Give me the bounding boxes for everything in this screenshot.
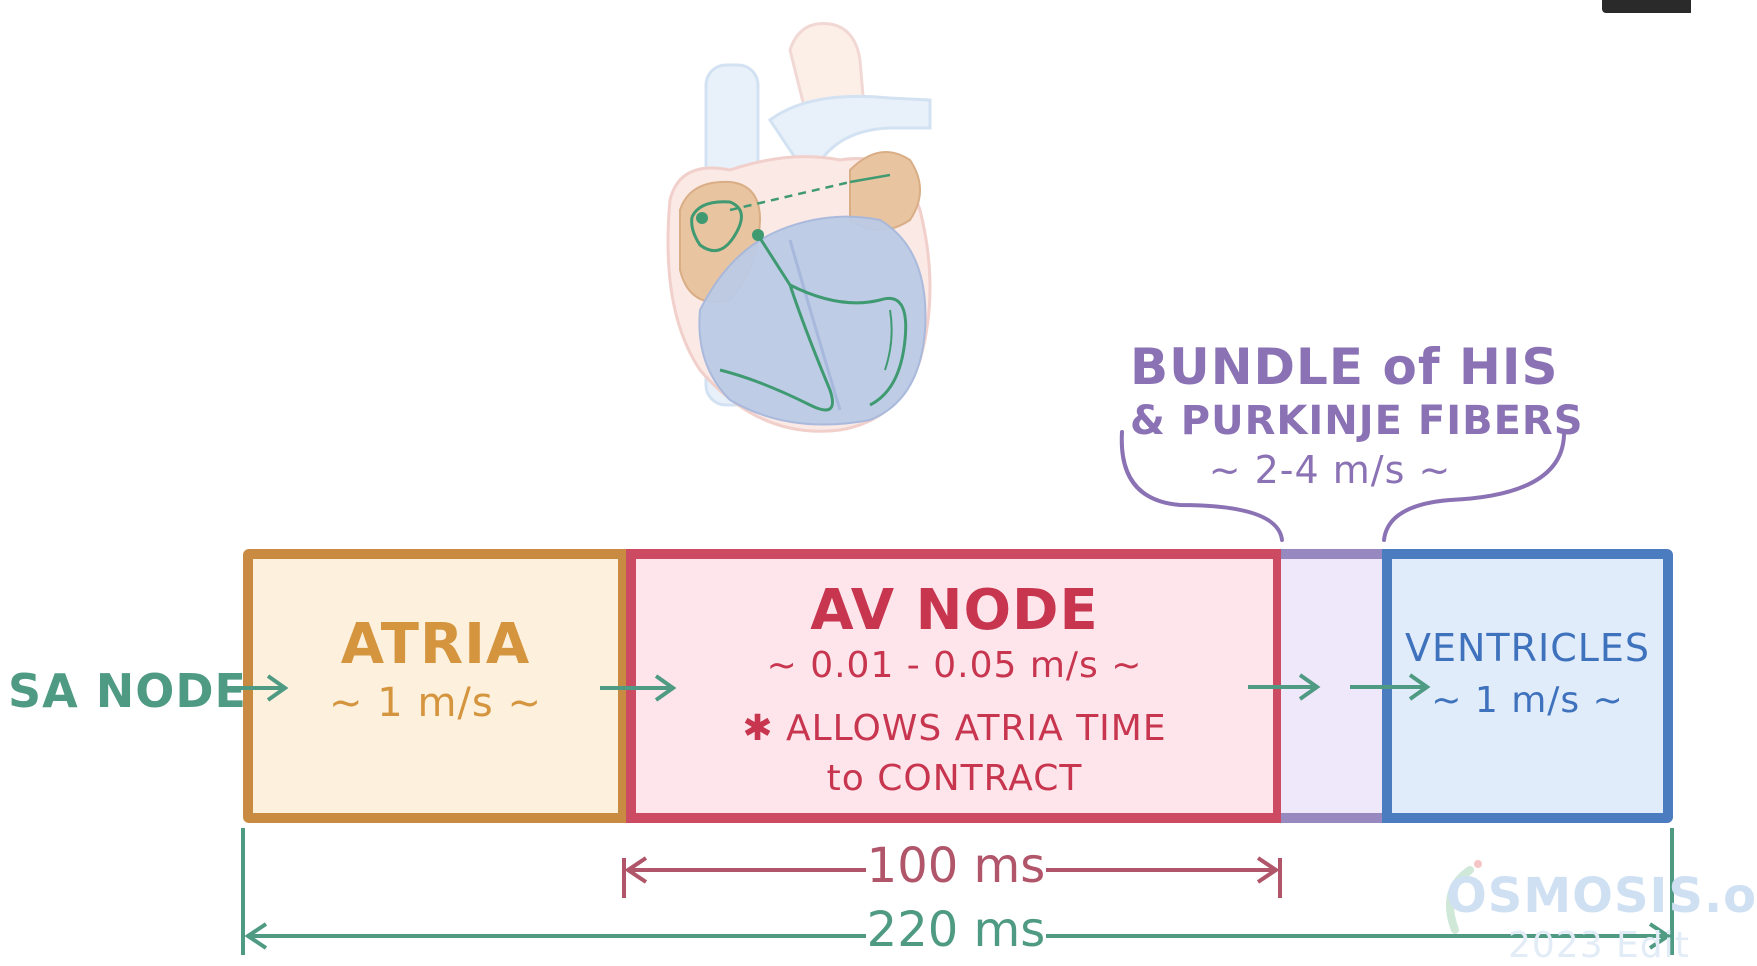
arrow-atria-to-av [600,674,677,702]
atria-box [243,549,628,823]
corner-control[interactable] [1602,0,1691,13]
ventricles-title: VENTRICLES [1404,626,1651,670]
arrow-bundle-to-ventricles [1350,673,1431,701]
ventricles-speed: ~ 1 m/s ~ [1431,680,1624,721]
sa-node-label: SA NODE [8,664,247,718]
arrow-sa-to-atria [226,674,289,702]
bundle-title-line1: BUNDLE of HIS [1130,338,1559,396]
atria-title: ATRIA [340,612,531,677]
av-node-title: AV NODE [810,578,1099,643]
av-node-speed: ~ 0.01 - 0.05 m/s ~ [766,645,1143,686]
bundle-speed: ~ 2-4 m/s ~ [1208,448,1452,492]
atria-speed: ~ 1 m/s ~ [329,680,542,726]
edition-label: 2023 Edit [1508,925,1690,966]
bundle-title-line2: & PURKINJE FIBERS [1130,398,1584,444]
connector-overlay [226,430,1674,955]
arrow-av-to-bundle [1248,673,1321,701]
av-node-note-line2: to CONTRACT [826,758,1083,799]
av-delay-label: 100 ms [866,838,1046,894]
bundle-brace [1119,430,1566,542]
osmosis-logo: OSMOSIS.o [1446,868,1757,924]
logo-swoosh-icon [1446,866,1474,934]
total-time-label: 220 ms [866,902,1046,958]
av-node-note-line1: ✱ ALLOWS ATRIA TIME [742,708,1167,749]
heart-illustration [666,22,932,433]
